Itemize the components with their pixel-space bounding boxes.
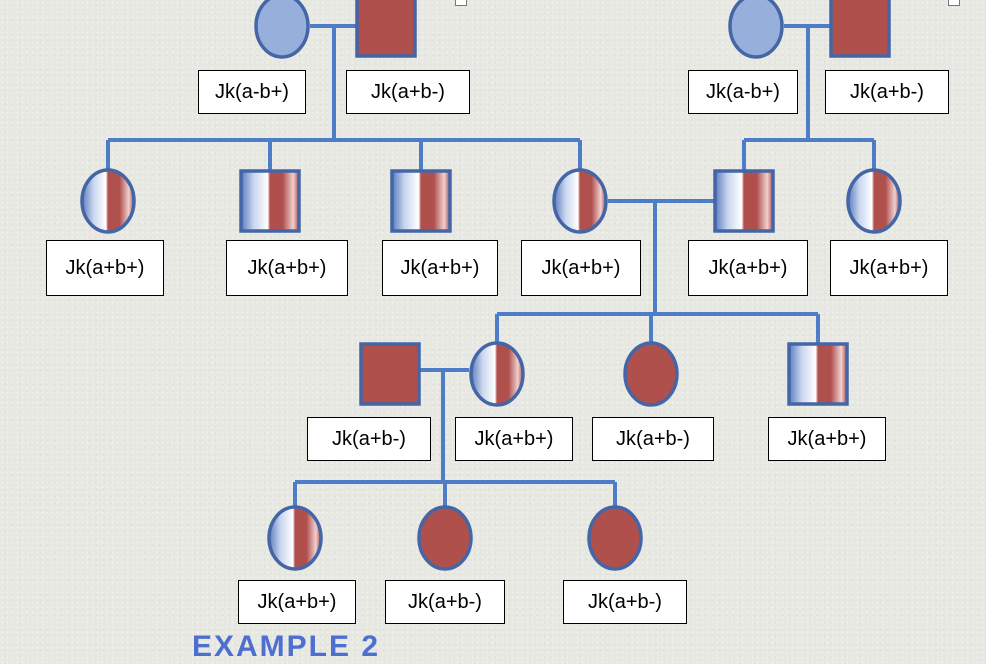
genotype-label-g1-m1: Jk(a+b-) (346, 70, 470, 114)
genotype-label-g1-f2: Jk(a-b+) (688, 70, 798, 114)
genotype-label-g4-c3: Jk(a+b-) (563, 580, 687, 624)
genotype-label-g2-c6: Jk(a+b+) (830, 240, 948, 296)
corner-handle-right (948, 0, 960, 6)
genotype-label-g2-c2: Jk(a+b+) (226, 240, 348, 296)
female-affected-symbol-g4-c3 (587, 505, 643, 571)
female-carrier-symbol-g2-c1 (80, 168, 136, 234)
male-carrier-symbol-g3-c3 (787, 342, 849, 406)
female-affected-symbol-g4-c2 (417, 505, 473, 571)
male-affected-symbol-g1-m2 (829, 0, 891, 58)
genotype-label-g3-sp: Jk(a+b-) (307, 417, 431, 461)
genotype-label-g1-f1: Jk(a-b+) (198, 70, 306, 114)
female-carrier-symbol-g2-c6 (846, 168, 902, 234)
genotype-label-g2-c1: Jk(a+b+) (46, 240, 164, 296)
male-carrier-symbol-g2-c3 (390, 169, 452, 233)
male-affected-symbol-g3-sp (359, 342, 421, 406)
genotype-label-g4-c2: Jk(a+b-) (385, 580, 505, 624)
female-carrier-symbol-g2-c4 (552, 168, 608, 234)
genotype-label-g4-c1: Jk(a+b+) (238, 580, 356, 624)
female-carrier-symbol-g4-c1 (267, 505, 323, 571)
female-unaffected-symbol-g1-f1 (254, 0, 310, 59)
diagram-caption: EXAMPLE 2 (192, 630, 381, 663)
pedigree-chart (80, 0, 902, 571)
genotype-label-g3-c3: Jk(a+b+) (768, 417, 886, 461)
genotype-label-g2-c4: Jk(a+b+) (521, 240, 641, 296)
male-affected-symbol-g1-m1 (355, 0, 417, 58)
female-unaffected-symbol-g1-f2 (728, 0, 784, 59)
corner-handle-left (455, 0, 467, 6)
genotype-label-g3-c2: Jk(a+b-) (592, 417, 714, 461)
female-affected-symbol-g3-c2 (623, 341, 679, 407)
male-carrier-symbol-g2-c2 (239, 169, 301, 233)
male-carrier-symbol-g2-c5 (713, 169, 775, 233)
genotype-label-g3-c1: Jk(a+b+) (455, 417, 573, 461)
genotype-label-g2-c3: Jk(a+b+) (382, 240, 498, 296)
genotype-label-g2-c5: Jk(a+b+) (688, 240, 808, 296)
genotype-label-g1-m2: Jk(a+b-) (825, 70, 949, 114)
female-carrier-symbol-g3-c1 (469, 341, 525, 407)
